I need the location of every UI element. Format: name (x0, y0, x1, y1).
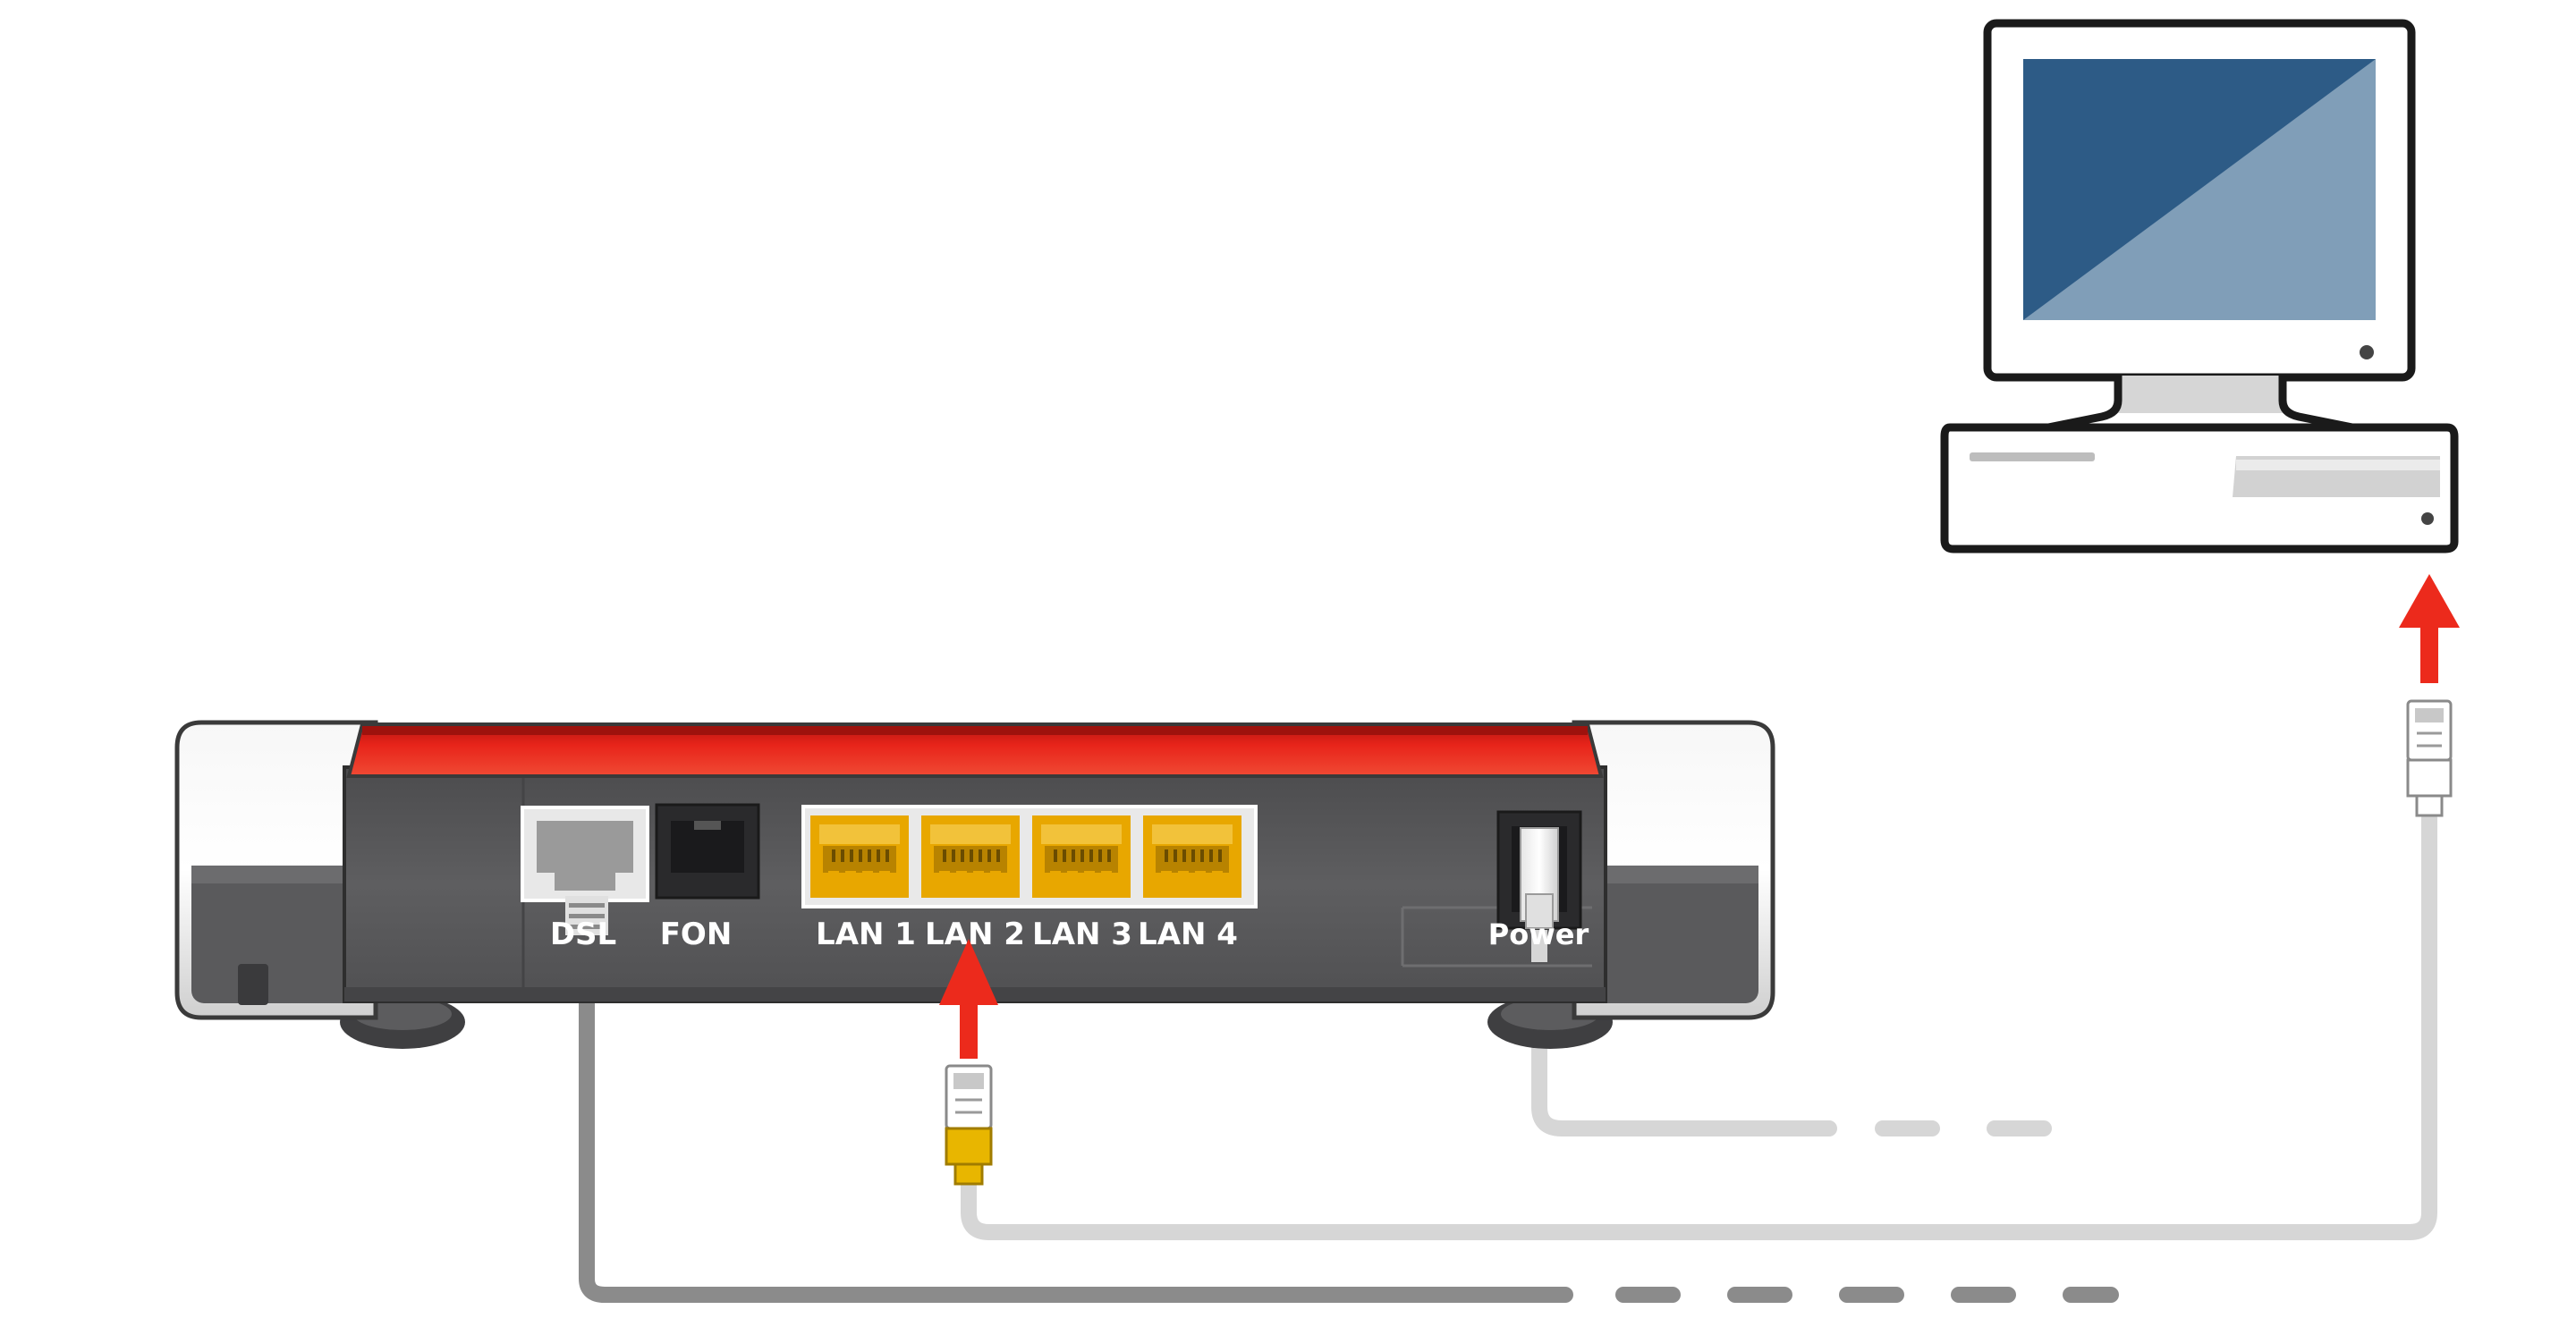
label-lan4: LAN 4 (1138, 917, 1238, 952)
arrow-up-icon (2399, 574, 2460, 683)
label-lan1: LAN 1 (816, 917, 916, 952)
label-fon: FON (660, 917, 733, 952)
arrow-up-icon (939, 939, 998, 1059)
dsl-cable (579, 967, 2119, 1303)
label-power: Power (1488, 917, 1589, 951)
ethernet-plug-icon (945, 1064, 993, 1186)
power-plug (1520, 827, 1559, 962)
lan-cable (961, 810, 2437, 1240)
monitor-screen (2023, 59, 2376, 320)
lan-port-2 (921, 815, 1020, 898)
fon-port (655, 803, 760, 900)
label-lan3: LAN 3 (1032, 917, 1132, 952)
label-dsl: DSL (550, 917, 616, 952)
lan-port-1 (810, 815, 909, 898)
lan-port-4 (1143, 815, 1241, 898)
ethernet-plug-icon (2406, 699, 2453, 817)
computer-icon (1940, 19, 2459, 553)
dsl-port (521, 806, 649, 935)
lan-port-3 (1032, 815, 1131, 898)
label-lan2: LAN 2 (925, 917, 1025, 952)
power-cable (1531, 953, 2070, 1136)
lan-port-block (801, 805, 1258, 908)
